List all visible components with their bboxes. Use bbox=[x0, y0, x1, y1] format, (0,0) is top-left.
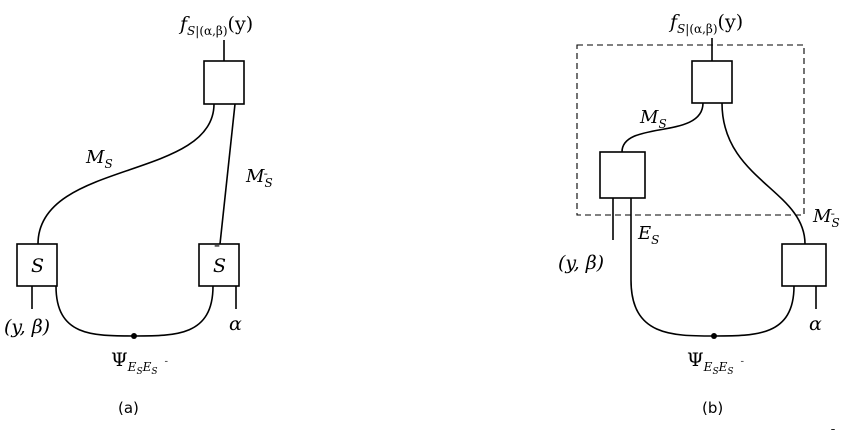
a-box-sbar bbox=[198, 243, 240, 287]
a-top-box bbox=[203, 60, 245, 105]
a-state-dot bbox=[131, 333, 137, 339]
b-wire-ms bbox=[621, 102, 704, 153]
a-box-sbar-label: S ¯ bbox=[213, 242, 226, 277]
b-top-box bbox=[691, 60, 733, 104]
svg-text:MS: MS bbox=[245, 166, 273, 190]
b-input-right-label: α bbox=[809, 313, 822, 335]
svg-text:¯: ¯ bbox=[213, 242, 221, 261]
panel-a: fS|(α,β)(y) MS MS ¯ S S ¯ (y, β) α bbox=[4, 13, 273, 417]
svg-text:¯: ¯ bbox=[164, 361, 169, 371]
b-wire-msbar-label: MS ¯ bbox=[812, 206, 840, 230]
b-state-dot bbox=[711, 333, 717, 339]
a-top-output-label: fS|(α,β)(y) bbox=[178, 13, 253, 38]
a-wire-ms-label: MS bbox=[85, 147, 113, 171]
svg-text:ΨESES: ΨESES bbox=[111, 349, 158, 377]
panel-b: fS|(α,β)(y) MS (y, β) ES MS ¯ bbox=[558, 11, 840, 417]
b-caption: (b) bbox=[702, 399, 723, 417]
a-state-cup bbox=[55, 285, 214, 337]
b-top-output-label: fS|(α,β)(y) bbox=[668, 11, 743, 36]
svg-text:¯: ¯ bbox=[740, 361, 745, 371]
b-middle-box bbox=[599, 151, 646, 199]
b-wire-es-label: ES bbox=[637, 223, 659, 247]
a-wire-ms bbox=[37, 103, 215, 245]
b-wire-ms-label: MS bbox=[639, 107, 667, 131]
a-input-left-label: (y, β) bbox=[4, 316, 50, 338]
a-wire-msbar-label: MS ¯ bbox=[245, 166, 273, 190]
svg-text:ΨESES: ΨESES bbox=[687, 349, 734, 377]
b-dashed-region bbox=[576, 44, 805, 216]
a-input-right-label: α bbox=[229, 313, 242, 335]
a-state-label: ΨESES ¯ bbox=[111, 349, 169, 377]
svg-text:MS: MS bbox=[812, 206, 840, 230]
b-state-label: ΨESES ¯ bbox=[687, 349, 745, 377]
svg-text:S: S bbox=[213, 255, 226, 277]
svg-text:¯: ¯ bbox=[263, 172, 269, 185]
b-wire-msbar bbox=[721, 102, 806, 245]
a-wire-msbar bbox=[219, 103, 236, 245]
svg-text:¯: ¯ bbox=[830, 212, 836, 225]
b-right-box bbox=[781, 243, 827, 287]
a-caption: (a) bbox=[118, 399, 139, 417]
a-box-s-label: S bbox=[31, 255, 44, 277]
b-state-cup bbox=[630, 279, 795, 337]
a-box-s bbox=[16, 243, 58, 287]
footer-bar-mark: ¯ bbox=[830, 427, 836, 440]
b-input-left-label: (y, β) bbox=[558, 252, 604, 274]
